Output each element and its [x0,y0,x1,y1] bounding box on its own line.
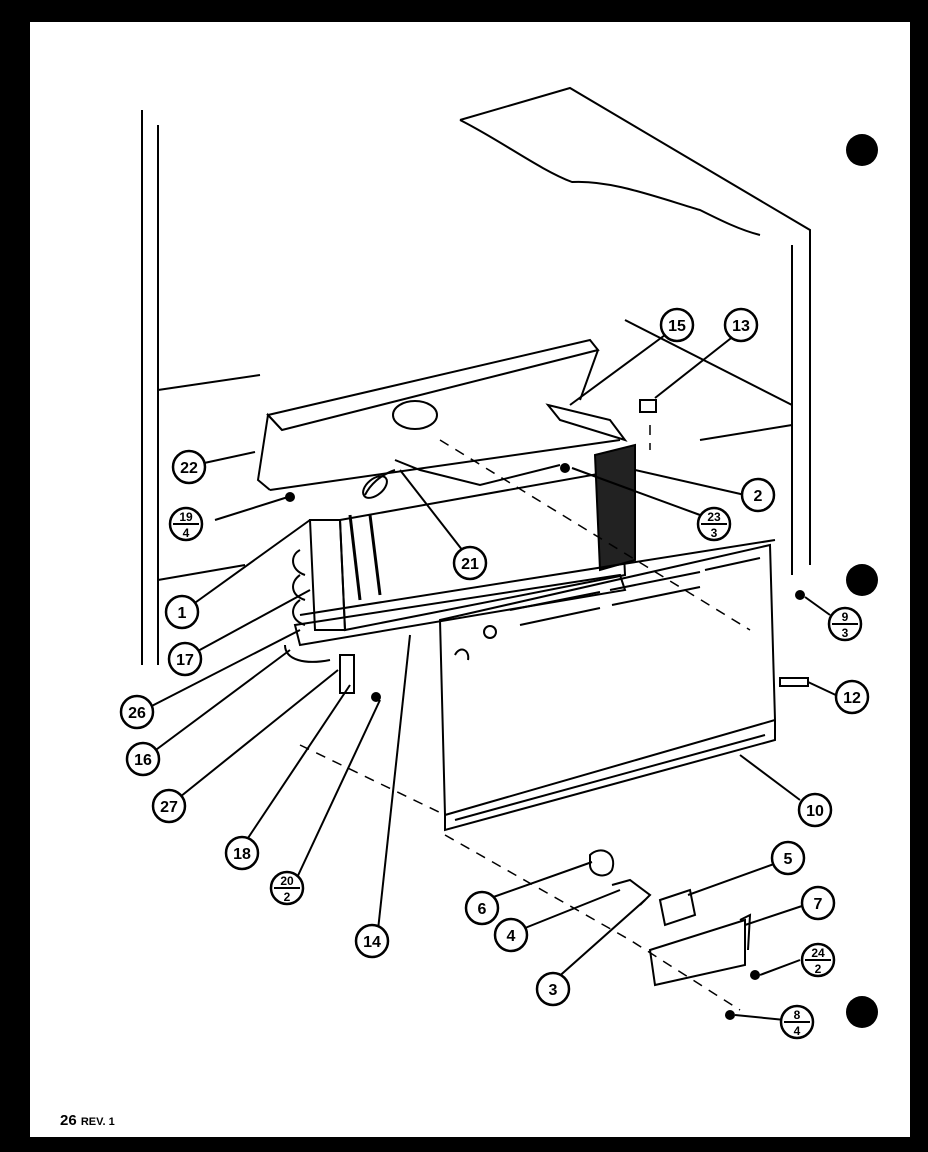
fraction-callout-19: 194 [168,506,204,542]
callout-number: 15 [668,318,686,335]
callout-number: 4 [507,928,516,945]
callout-circle [452,545,488,581]
defrost-heater-tube [362,459,561,499]
evaporator-cover-bracket [256,338,621,491]
callout-number: 17 [176,652,194,669]
callout-circle [740,477,776,513]
leader-lines [139,334,841,1021]
callout-number: 12 [843,690,861,707]
callout-7: 7 [800,885,836,921]
fan-motor-assembly [589,849,752,987]
fraction-callout-9: 93 [827,606,863,642]
fraction-top: 19 [179,510,193,524]
fraction-bottom: 4 [794,1024,801,1038]
callout-circle [493,917,529,953]
callout-13: 13 [723,307,759,343]
callout-26: 26 [119,694,155,730]
fraction-top: 20 [280,874,294,888]
callout-circle [834,679,870,715]
binder-hole-middle [846,564,878,596]
callout-number: 21 [461,556,479,573]
fraction-bottom: 2 [284,890,291,904]
page-number: 26 [60,1112,77,1129]
callout-number: 6 [478,901,487,918]
cabinet-outline [141,86,811,665]
fraction-bottom: 3 [711,526,718,540]
callout-circle [151,788,187,824]
callout-circle [354,923,390,959]
fraction-callout-20: 202 [269,870,305,906]
callout-circle [119,694,155,730]
callout-number: 10 [806,803,824,820]
callout-circle [125,741,161,777]
callout-circle [164,594,200,630]
callout-15: 15 [659,307,695,343]
callout-circle [171,449,207,485]
fraction-bottom: 4 [183,526,190,540]
callout-number: 13 [732,318,750,335]
callout-5: 5 [770,840,806,876]
fraction-top: 23 [707,510,721,524]
binder-hole-top [846,134,878,166]
dashed-guides [299,425,751,1011]
callout-22: 22 [171,449,207,485]
callout-14: 14 [354,923,390,959]
callout-number: 2 [754,488,763,505]
callout-number: 5 [784,851,793,868]
revision-label: REV. 1 [80,1116,115,1128]
callout-number: 18 [233,846,251,863]
binder-hole-bottom [846,996,878,1028]
screws [285,463,805,1020]
callout-10: 10 [797,792,833,828]
callout-6: 6 [464,890,500,926]
callout-2: 2 [740,477,776,513]
fraction-top: 9 [842,610,849,624]
callout-1: 1 [164,594,200,630]
fraction-top: 24 [811,946,825,960]
callout-27: 27 [151,788,187,824]
callout-number: 14 [363,934,381,951]
callout-18: 18 [224,835,260,871]
callout-circle [723,307,759,343]
fraction-bottom: 3 [842,626,849,640]
evaporator-coil [292,443,636,632]
callout-circle [224,835,260,871]
louvered-panel [299,539,777,832]
callout-circle [797,792,833,828]
fraction-callout-23: 233 [696,506,732,542]
callout-3: 3 [535,971,571,1007]
callout-number: 3 [549,982,558,999]
callout-12: 12 [834,679,870,715]
callout-circle [659,307,695,343]
callout-circle [464,890,500,926]
callout-17: 17 [167,641,203,677]
callout-16: 16 [125,741,161,777]
callout-circle [770,840,806,876]
page-footer: 26 REV. 1 [60,1112,115,1129]
callout-circle [800,885,836,921]
callout-circle [167,641,203,677]
fraction-callout-8: 84 [779,1004,815,1040]
fan-bracket [545,399,657,442]
drain-trough [284,573,627,694]
callout-number: 16 [134,752,152,769]
callout-number: 22 [180,460,198,477]
callout-number: 27 [160,799,178,816]
callout-number: 1 [178,605,187,622]
fraction-top: 8 [794,1008,801,1022]
hinge-pin-12 [779,677,809,687]
callout-4: 4 [493,917,529,953]
callout-21: 21 [452,545,488,581]
callout-circle [535,971,571,1007]
callout-number: 7 [814,896,823,913]
fraction-callout-24: 242 [800,942,836,978]
callout-number: 26 [128,705,146,722]
fraction-bottom: 2 [815,962,822,976]
